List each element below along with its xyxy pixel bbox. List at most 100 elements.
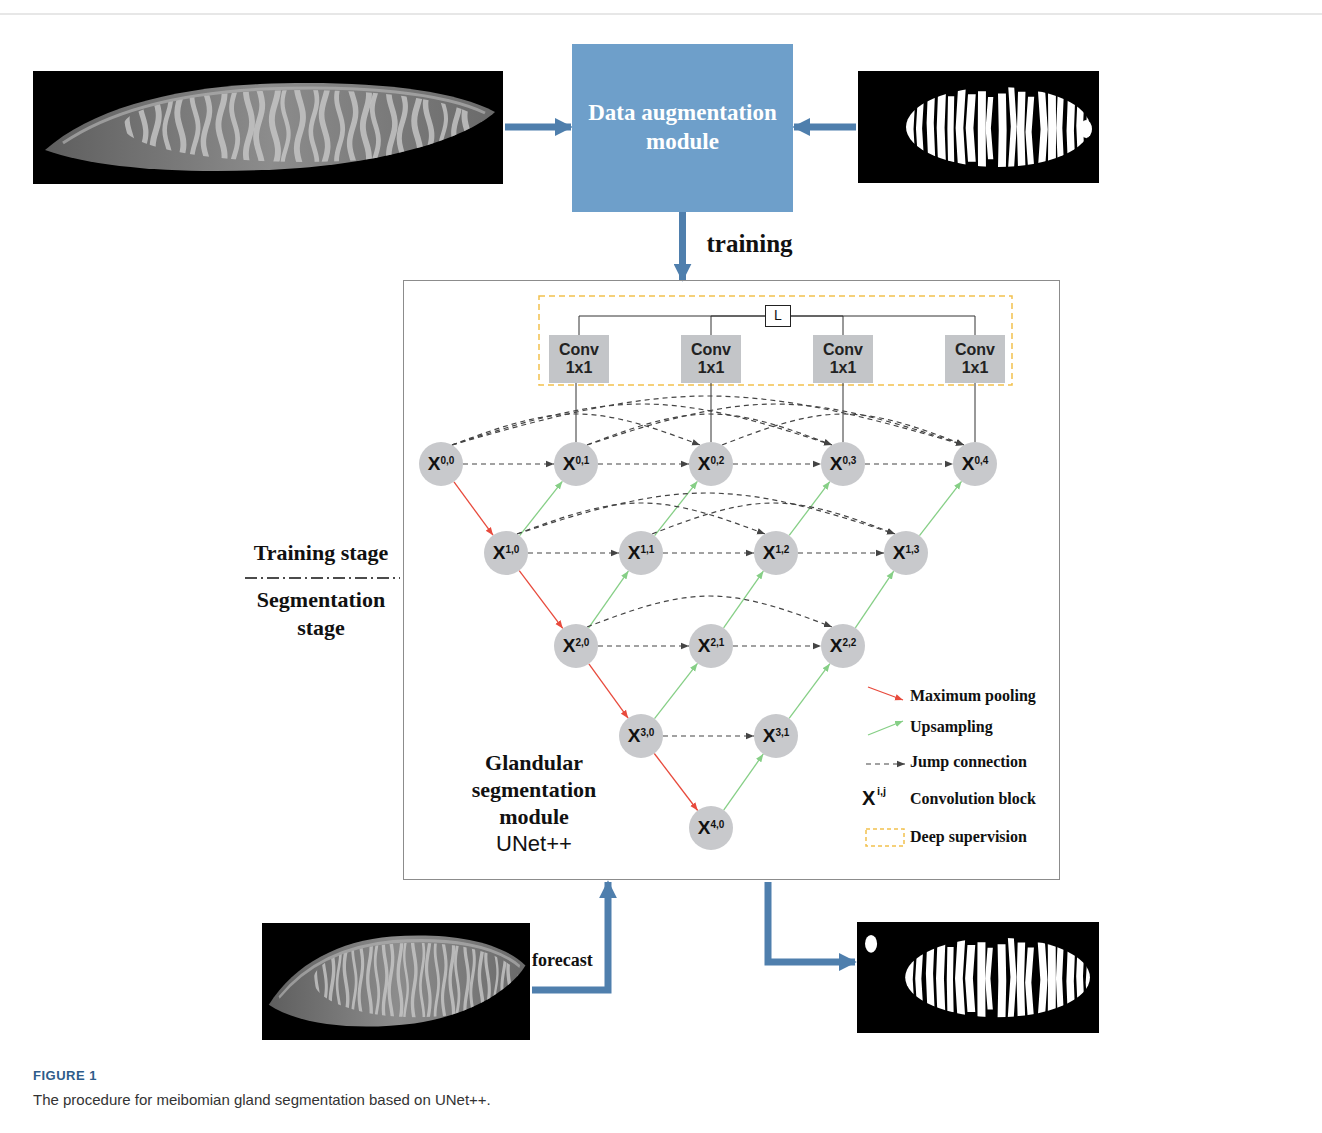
text-group: X4,0 (698, 817, 725, 839)
legend-row: Maximum pooling (910, 687, 1036, 705)
block-symbol: X (563, 635, 576, 656)
block-index: 2,0 (575, 637, 589, 648)
text-group: X0,3 (830, 453, 857, 475)
convolution-block: X3,1 (754, 714, 798, 758)
block-index: 3,1 (775, 727, 789, 738)
block-index: 0,0 (440, 455, 454, 466)
mask-image (906, 83, 1096, 170)
pooling-arrow (519, 571, 563, 629)
jump-connection (663, 735, 754, 736)
legend-sample (868, 721, 903, 735)
eyelid-image (269, 935, 526, 1030)
convolution-block: X2,1 (689, 624, 733, 668)
jump-connection (733, 463, 821, 464)
pooling-arrow (454, 482, 493, 535)
jump-connection (798, 552, 884, 553)
edge-label: training (705, 230, 795, 258)
header-rule (0, 14, 1322, 15)
jump-connection (463, 463, 554, 464)
image-ground (33, 71, 503, 184)
convolution-block: X0,1 (554, 442, 598, 486)
convolution-block: X1,0 (484, 531, 528, 575)
block-index: 1,1 (640, 544, 654, 555)
output-arrow (768, 882, 855, 962)
text-group: X0,4 (962, 453, 989, 475)
conv-box: Conv 1x1 (945, 335, 1005, 383)
upsampling-arrow (724, 571, 764, 628)
jump-connection (598, 645, 689, 646)
loss-branch (791, 316, 843, 335)
supervision-line (711, 383, 712, 442)
block-index: 1,0 (505, 544, 519, 555)
legend-symbol: X (862, 787, 875, 810)
text-group: Glandular segmentation moduleUNet++ (459, 749, 609, 858)
text-group: X0,2 (698, 453, 725, 475)
convolution-block: X2,0 (554, 624, 598, 668)
upsampling-arrow (724, 754, 764, 810)
upsampling-arrow (655, 481, 698, 535)
text-group: Conv 1x1 (949, 341, 1001, 378)
block-index: 1,3 (905, 544, 919, 555)
convolution-block: X3,0 (619, 714, 663, 758)
text-group: X2,0 (563, 635, 590, 657)
text-group: Data augmentation module (578, 99, 787, 157)
stage-label: Training stage (236, 539, 406, 567)
jump-connection (587, 596, 832, 627)
block-index: 0,4 (974, 455, 988, 466)
legend-row: Jump connection (910, 753, 1027, 771)
jump-connection (452, 396, 964, 445)
text-group: X1,2 (763, 542, 790, 564)
node-text: Conv 1x1 (685, 341, 737, 378)
convolution-block: X0,4 (953, 442, 997, 486)
text-group: X2,2 (830, 635, 857, 657)
legend-sample (866, 763, 905, 764)
input-arrow (794, 124, 856, 131)
legend-sample (868, 687, 903, 700)
label-holder: FIGURE 1 (33, 1068, 97, 1083)
pooling-arrow (654, 754, 697, 811)
image-ground (858, 71, 1099, 183)
jump-connection (517, 493, 895, 534)
block-symbol: X (698, 453, 711, 474)
convolution-block: X1,1 (619, 531, 663, 575)
legend-symbol: i,j (877, 785, 886, 797)
legend-sample (866, 829, 904, 846)
convolution-block: X2,2 (821, 624, 865, 668)
jump-connection (587, 414, 832, 445)
text-group: X3,1 (763, 725, 790, 747)
block-index: 2,2 (842, 637, 856, 648)
block-symbol: X (493, 542, 506, 563)
legend-row: Convolution block (910, 790, 1036, 808)
input-arrow (505, 124, 571, 131)
block-symbol: X (830, 453, 843, 474)
legend-row: Deep supervision (910, 828, 1027, 846)
legend-text: Jump connection (910, 753, 1027, 771)
jump-connection (722, 414, 964, 445)
block-symbol: X (428, 453, 441, 474)
eyelid-image (45, 83, 495, 175)
conv-box: Conv 1x1 (813, 335, 873, 383)
jump-connection (587, 404, 964, 445)
text-group: Conv 1x1 (817, 341, 869, 378)
convolution-block: X1,2 (754, 531, 798, 575)
convolution-block: X0,3 (821, 442, 865, 486)
flow-arrow (679, 212, 686, 280)
legend-row: Upsampling (910, 718, 993, 736)
upsampling-arrow (655, 663, 698, 718)
upsampling-arrow (919, 481, 961, 535)
jump-connection (528, 552, 619, 553)
loss-branch (711, 316, 765, 335)
upsampling-arrow (855, 571, 893, 628)
figure-caption: The procedure for meibomian gland segmen… (33, 1091, 491, 1108)
block-index: 0,2 (710, 455, 724, 466)
image-ground (262, 923, 530, 1040)
jump-connection (452, 404, 832, 445)
convolution-block: X4,0 (689, 806, 733, 850)
block-symbol: X (962, 453, 975, 474)
jump-connection (733, 645, 821, 646)
block-index: 0,1 (575, 455, 589, 466)
supervision-line (975, 383, 976, 442)
loss-box: L (765, 305, 791, 327)
jump-connection (652, 503, 895, 534)
